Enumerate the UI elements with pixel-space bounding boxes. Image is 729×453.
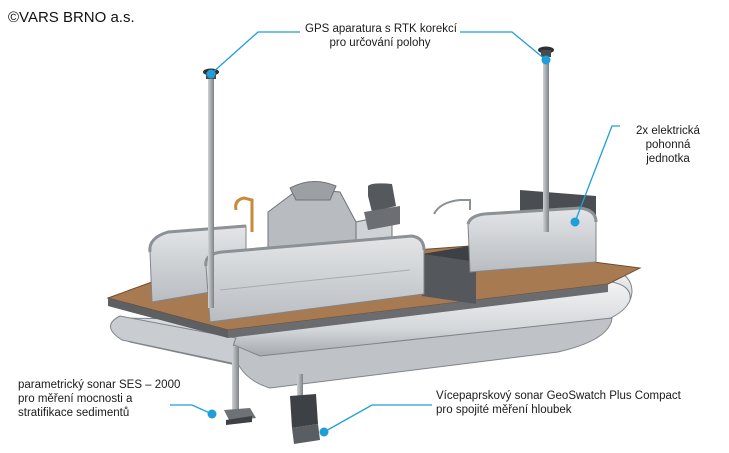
callout-dots <box>206 55 580 437</box>
ses-label-line-2: pro měření mocnosti a <box>18 393 133 405</box>
ses-label-line-3: stratifikace sedimentů <box>18 407 130 419</box>
ses-label-line-1: parametrický sonar SES – 2000 <box>18 379 181 391</box>
gps-callout-label: GPS aparatura s RTK korekcí pro určování… <box>305 22 457 50</box>
motor-callout-label: 2x elektrická pohonná jednotka <box>618 124 718 166</box>
gps-label-line-2: pro určování polohy <box>329 37 431 49</box>
callout-lines <box>170 31 620 433</box>
left-front-fence <box>204 234 426 323</box>
copyright-text: ©VARS BRNO a.s. <box>8 9 135 26</box>
ses-sonar-callout-label: parametrický sonar SES – 2000 pro měření… <box>18 378 180 420</box>
callout-dot-ses <box>207 409 217 419</box>
callout-dot-gps-right <box>541 55 551 65</box>
ses-sonar-mount <box>224 346 256 425</box>
motor-label-line-1: 2x elektrická <box>636 125 700 137</box>
motor-label-line-2: pohonná <box>645 139 691 151</box>
gps-pole-right <box>538 46 554 232</box>
geoswath-label-line-1: Vícepaprskový sonar GeoSwatch Plus Compa… <box>436 390 681 402</box>
callout-dot-motor <box>570 217 580 227</box>
callout-dot-geoswath <box>319 427 329 437</box>
geoswath-sonar <box>290 374 320 444</box>
geoswath-label-line-2: pro spojité měření hloubek <box>436 404 572 416</box>
geoswath-callout-label: Vícepaprskový sonar GeoSwatch Plus Compa… <box>436 389 681 417</box>
motor-label-line-3: jednotka <box>646 153 690 165</box>
callout-dot-gps-left <box>206 69 216 79</box>
gps-label-line-1: GPS aparatura s RTK korekcí <box>305 23 457 35</box>
right-front-fence <box>433 199 598 273</box>
